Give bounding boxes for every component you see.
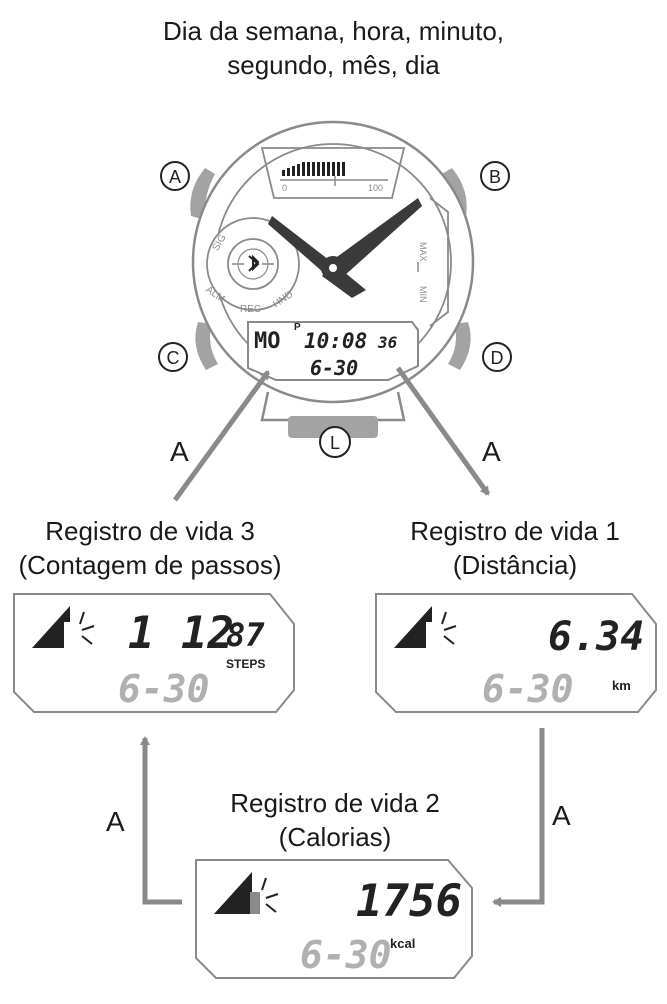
svg-text:A: A: [169, 167, 181, 187]
arrow-label-right: A: [482, 436, 501, 467]
caption-calories-line2: (Calorias): [278, 822, 392, 852]
watch-seconds: 36: [377, 333, 398, 352]
panel-calories: 1756 6-30 kcal: [195, 859, 473, 979]
svg-text:L: L: [330, 433, 340, 453]
button-d-label: D: [482, 342, 512, 372]
distance-unit: km: [612, 678, 631, 693]
panel-steps: 1 12 87 STEPS 6-30: [13, 593, 295, 713]
steps-value-small: 87: [226, 616, 265, 654]
steps-unit: STEPS: [226, 657, 265, 671]
caption-distance: Registro de vida 1 (Distância): [380, 514, 650, 582]
button-c-label: C: [158, 342, 188, 372]
arrow-label-left: A: [170, 436, 189, 467]
caption-steps-line2: (Contagem de passos): [18, 550, 282, 580]
main-caption-line1: Dia da semana, hora, minuto,: [162, 16, 505, 46]
activity-icon-calories: [214, 872, 279, 914]
arrow-label-bottom-right: A: [552, 800, 571, 831]
button-c-shape[interactable]: [195, 322, 218, 370]
bluetooth-icon: [232, 254, 274, 272]
watch-time: 10:08: [304, 329, 367, 353]
distance-date: 6-30: [482, 667, 574, 711]
panel-distance: 6.34 km 6-30: [375, 593, 657, 713]
caption-steps-line1: Registro de vida 3: [45, 516, 255, 546]
button-l-label: L: [319, 426, 351, 458]
svg-text:D: D: [491, 348, 504, 368]
svg-text:C: C: [167, 348, 180, 368]
watch-weekday: MO: [254, 329, 281, 354]
button-d-shape[interactable]: [448, 322, 471, 370]
minute-hand: [330, 198, 422, 276]
button-a-shape[interactable]: [190, 168, 215, 220]
bezel-label-rec: REC: [240, 304, 261, 315]
distance-value: 6.34: [548, 614, 644, 660]
watch-date: 6-30: [310, 356, 358, 380]
arrow-steps-to-watch: [172, 370, 271, 502]
steps-value-main: 1 12: [128, 608, 234, 659]
arrow-calories-to-steps: [140, 736, 182, 905]
arrow-label-bottom-left: A: [106, 806, 125, 837]
watch-pm-indicator: P: [294, 322, 301, 333]
button-a-label: A: [160, 161, 190, 191]
gauge-max-label: 100: [368, 183, 383, 193]
caption-steps: Registro de vida 3 (Contagem de passos): [0, 514, 300, 582]
side-max-label: MAX: [418, 242, 428, 262]
activity-icon-distance: [394, 606, 457, 648]
button-b-label: B: [480, 161, 510, 191]
caption-calories-line1: Registro de vida 2: [230, 788, 440, 818]
side-min-label: MIN: [418, 286, 428, 303]
calories-unit: kcal: [390, 936, 415, 951]
gauge-min-label: 0: [282, 183, 287, 193]
calories-date: 6-30: [300, 933, 392, 977]
caption-calories: Registro de vida 2 (Calorias): [200, 786, 470, 854]
caption-distance-line1: Registro de vida 1: [410, 516, 620, 546]
caption-distance-line2: (Distância): [452, 550, 578, 580]
calories-value: 1756: [356, 876, 462, 927]
watch-illustration: 0 100 SIG ALM REC HND MAX MIN P MO 10:08…: [190, 120, 475, 438]
svg-text:B: B: [489, 167, 501, 187]
arrow-distance-to-calories: [492, 728, 545, 907]
gauge-bars: [282, 162, 345, 176]
main-caption: Dia da semana, hora, minuto, segundo, mê…: [60, 14, 607, 82]
activity-icon-steps: [32, 606, 95, 648]
main-caption-line2: segundo, mês, dia: [227, 50, 440, 80]
steps-date: 6-30: [118, 667, 210, 711]
arrow-watch-to-distance: [395, 366, 491, 496]
